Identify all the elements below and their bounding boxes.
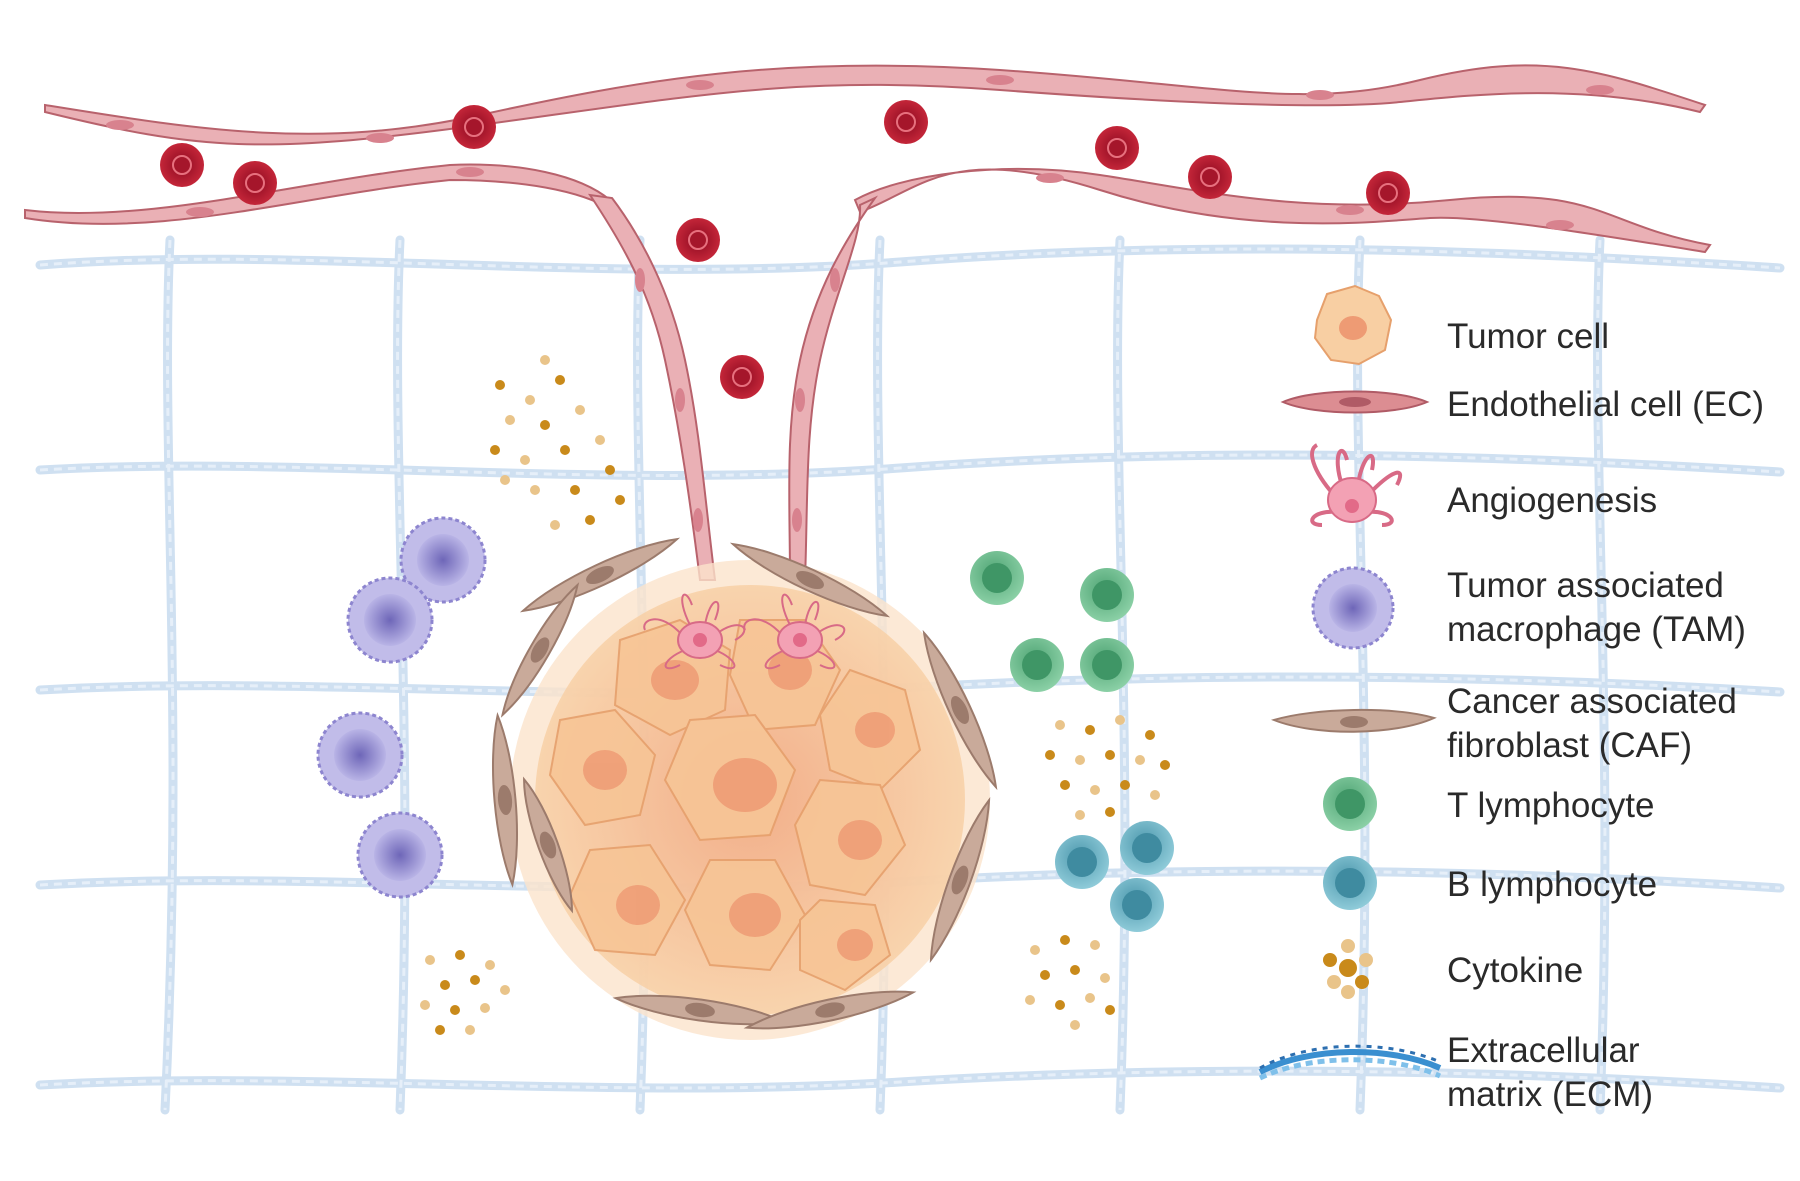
red-blood-cell: [452, 105, 496, 149]
t-lymphocytes: [970, 551, 1134, 692]
red-blood-cells: [160, 100, 1410, 399]
fibroblast: [519, 537, 681, 613]
fibroblast: [743, 990, 917, 1030]
legend-label-caf: Cancer associated fibroblast (CAF): [1447, 682, 1747, 765]
legend-label-cytokine: Cytokine: [1447, 951, 1583, 990]
red-blood-cell: [1095, 126, 1139, 170]
fibroblast: [492, 711, 518, 889]
cytokine-cluster: [1045, 715, 1170, 820]
macrophages: [316, 516, 487, 899]
sprout-right: [788, 195, 879, 581]
macrophage: [316, 711, 404, 799]
tumor-cell-icon: [1313, 284, 1393, 366]
red-blood-cell: [720, 355, 764, 399]
macrophage-icon: [1311, 566, 1395, 650]
tumor-mass: [510, 560, 990, 1040]
red-blood-cell: [884, 100, 928, 144]
red-blood-cell: [1188, 155, 1232, 199]
legend: Tumor cell Endothelial cell (EC) Angioge…: [1258, 284, 1764, 1114]
legend-label-tcell: T lymphocyte: [1447, 786, 1655, 825]
legend-label-tam: Tumor associated macrophage (TAM): [1447, 566, 1746, 649]
vessel-top-wall: [44, 64, 1707, 146]
tip-cell: [643, 593, 746, 670]
legend-label-tumor: Tumor cell: [1447, 317, 1609, 356]
b-lymphocytes: [1055, 821, 1174, 932]
cytokine-cluster: [420, 950, 510, 1035]
endothelial-cell-icon: [1280, 390, 1430, 414]
macrophage: [346, 576, 434, 664]
t-lymphocyte: [1080, 568, 1134, 622]
b-lymphocyte: [1110, 878, 1164, 932]
macrophage: [399, 516, 487, 604]
b-lymphocyte: [1055, 835, 1109, 889]
tip-cell: [743, 593, 846, 670]
vessel-bottom-wall: [24, 163, 614, 225]
legend-label-ecm: Extracellular matrix (ECM): [1447, 1031, 1653, 1114]
red-blood-cell: [233, 161, 277, 205]
angiogenesis-icon: [1310, 443, 1403, 527]
fibroblast: [922, 629, 998, 791]
cytokine-clusters: [420, 355, 1170, 1035]
t-lymphocyte: [970, 551, 1024, 605]
cytokine-cluster: [490, 355, 625, 530]
fibroblasts-ring: [492, 537, 998, 1030]
legend-label-bcell: B lymphocyte: [1447, 865, 1657, 904]
angiogenesis-tips: [643, 593, 846, 670]
t-lymphocyte: [1080, 638, 1134, 692]
fibroblast: [500, 582, 580, 718]
red-blood-cell: [676, 218, 720, 262]
fibroblast: [929, 796, 991, 964]
legend-label-ec: Endothelial cell (EC): [1447, 385, 1764, 424]
cytokine-cluster: [1025, 935, 1115, 1030]
ecm-icon: [1258, 1044, 1442, 1081]
vessel-bottom-wall-right: [853, 168, 1712, 254]
fibroblast-icon: [1270, 708, 1437, 733]
red-blood-cell: [160, 143, 204, 187]
red-blood-cell: [1366, 171, 1410, 215]
b-lymphocyte-icon: [1323, 856, 1377, 910]
fibroblast: [729, 542, 891, 618]
macrophage: [356, 811, 444, 899]
fibroblast: [523, 776, 573, 914]
b-lymphocyte: [1120, 821, 1174, 875]
cytokine-icon: [1323, 939, 1373, 999]
t-lymphocyte-icon: [1323, 777, 1377, 831]
legend-label-angio: Angiogenesis: [1447, 481, 1657, 520]
t-lymphocyte: [1010, 638, 1064, 692]
